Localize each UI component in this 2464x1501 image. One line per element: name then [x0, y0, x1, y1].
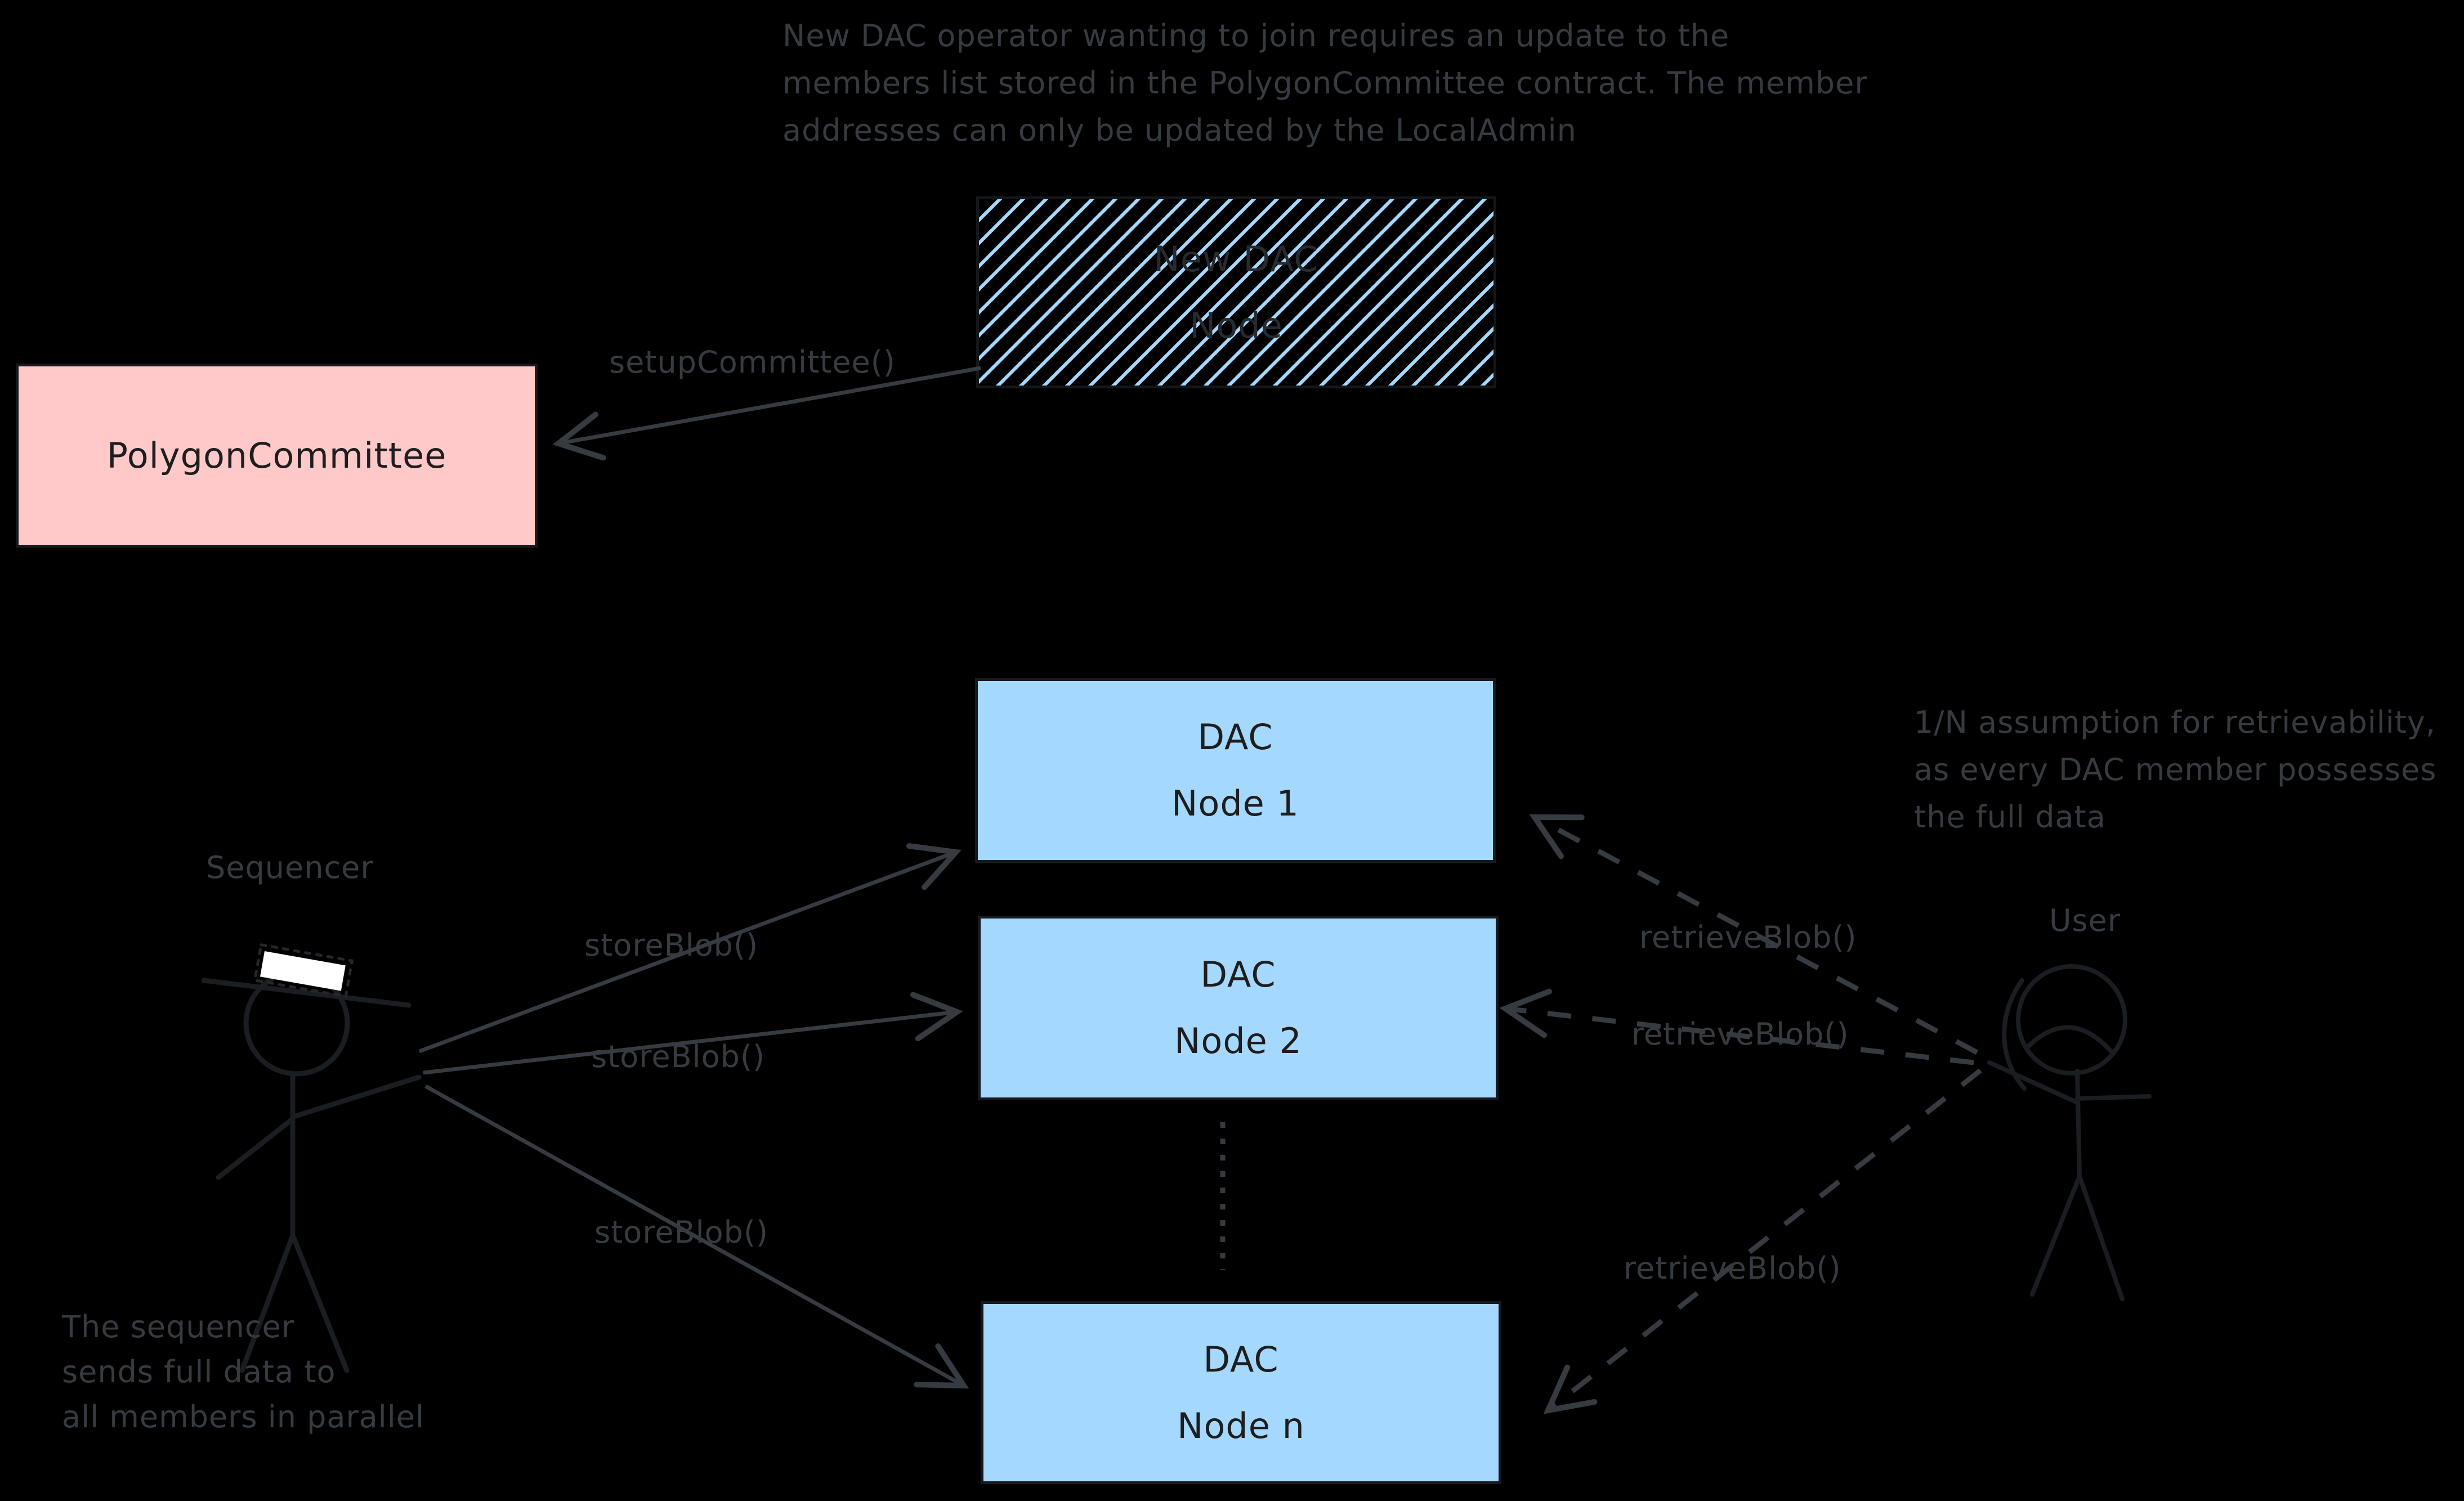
- setup-committee-arrow: [552, 366, 981, 461]
- new-dac-node-label: Node: [1189, 304, 1283, 346]
- note-line: as every DAC member possesses: [1914, 752, 2437, 787]
- store-blob-3-arrow: [424, 1084, 969, 1389]
- new-dac-node-label: New DAC: [1153, 238, 1319, 280]
- store-blob-1-label: storeBlob(): [584, 928, 759, 963]
- retrieve-blob-2-label: retrieveBlob(): [1631, 1016, 1849, 1052]
- sequencer-hat-card: [260, 951, 346, 991]
- note-line: the full data: [1914, 799, 2106, 835]
- dac-node-2-box: DAC Node 2: [978, 916, 1499, 1100]
- note-line: addresses can only be updated by the Loc…: [782, 113, 1577, 148]
- user-figure: [1987, 964, 2152, 1301]
- retrieve-blob-3-label: retrieveBlob(): [1624, 1251, 1841, 1286]
- dac-node-1-box: DAC Node 1: [975, 678, 1496, 863]
- sequencer-label: Sequencer: [206, 850, 374, 885]
- retrieve-blob-1-label: retrieveBlob(): [1639, 920, 1857, 955]
- store-blob-2-label: storeBlob(): [591, 1039, 766, 1074]
- retrieve-blob-3-arrow: [1543, 1068, 1982, 1414]
- store-blob-1-arrow: [418, 843, 962, 1054]
- retrieve-blob-2-arrow: [1499, 988, 1974, 1065]
- dac-node-1-label: Node 1: [1171, 783, 1299, 824]
- parallel-note: The sequencer sends full data to all mem…: [62, 1305, 424, 1440]
- polygon-committee-label: PolygonCommittee: [106, 434, 447, 476]
- setup-committee-label: setupCommittee(): [609, 344, 896, 380]
- retrievability-note: 1/N assumption for retrievability, as ev…: [1914, 699, 2436, 841]
- note-line: New DAC operator wanting to join require…: [782, 18, 1730, 53]
- new-dac-note: New DAC operator wanting to join require…: [782, 12, 1868, 154]
- store-blob-3-label: storeBlob(): [594, 1215, 769, 1250]
- dac-node-2-label: Node 2: [1174, 1020, 1302, 1061]
- user-label: User: [2049, 903, 2121, 938]
- dac-node-2-label: DAC: [1200, 954, 1276, 995]
- retrieve-blob-1-arrow: [1529, 814, 1979, 1055]
- dac-node-n-label: Node n: [1177, 1405, 1305, 1446]
- note-line: 1/N assumption for retrievability,: [1914, 705, 2436, 740]
- retrieve-blob-arrows: [1499, 814, 1982, 1414]
- store-blob-2-arrow: [423, 992, 963, 1075]
- store-blob-arrows: [418, 843, 969, 1389]
- note-line: members list stored in the PolygonCommit…: [782, 65, 1868, 101]
- new-dac-node-box: New DAC Node: [976, 196, 1496, 388]
- note-line: sends full data to: [62, 1354, 336, 1390]
- polygon-committee-box: PolygonCommittee: [16, 364, 538, 548]
- note-line: all members in parallel: [62, 1399, 424, 1435]
- dac-node-n-box: DAC Node n: [981, 1301, 1501, 1484]
- dac-node-n-label: DAC: [1203, 1338, 1279, 1380]
- dac-node-1-label: DAC: [1197, 716, 1273, 758]
- note-line: The sequencer: [62, 1309, 295, 1345]
